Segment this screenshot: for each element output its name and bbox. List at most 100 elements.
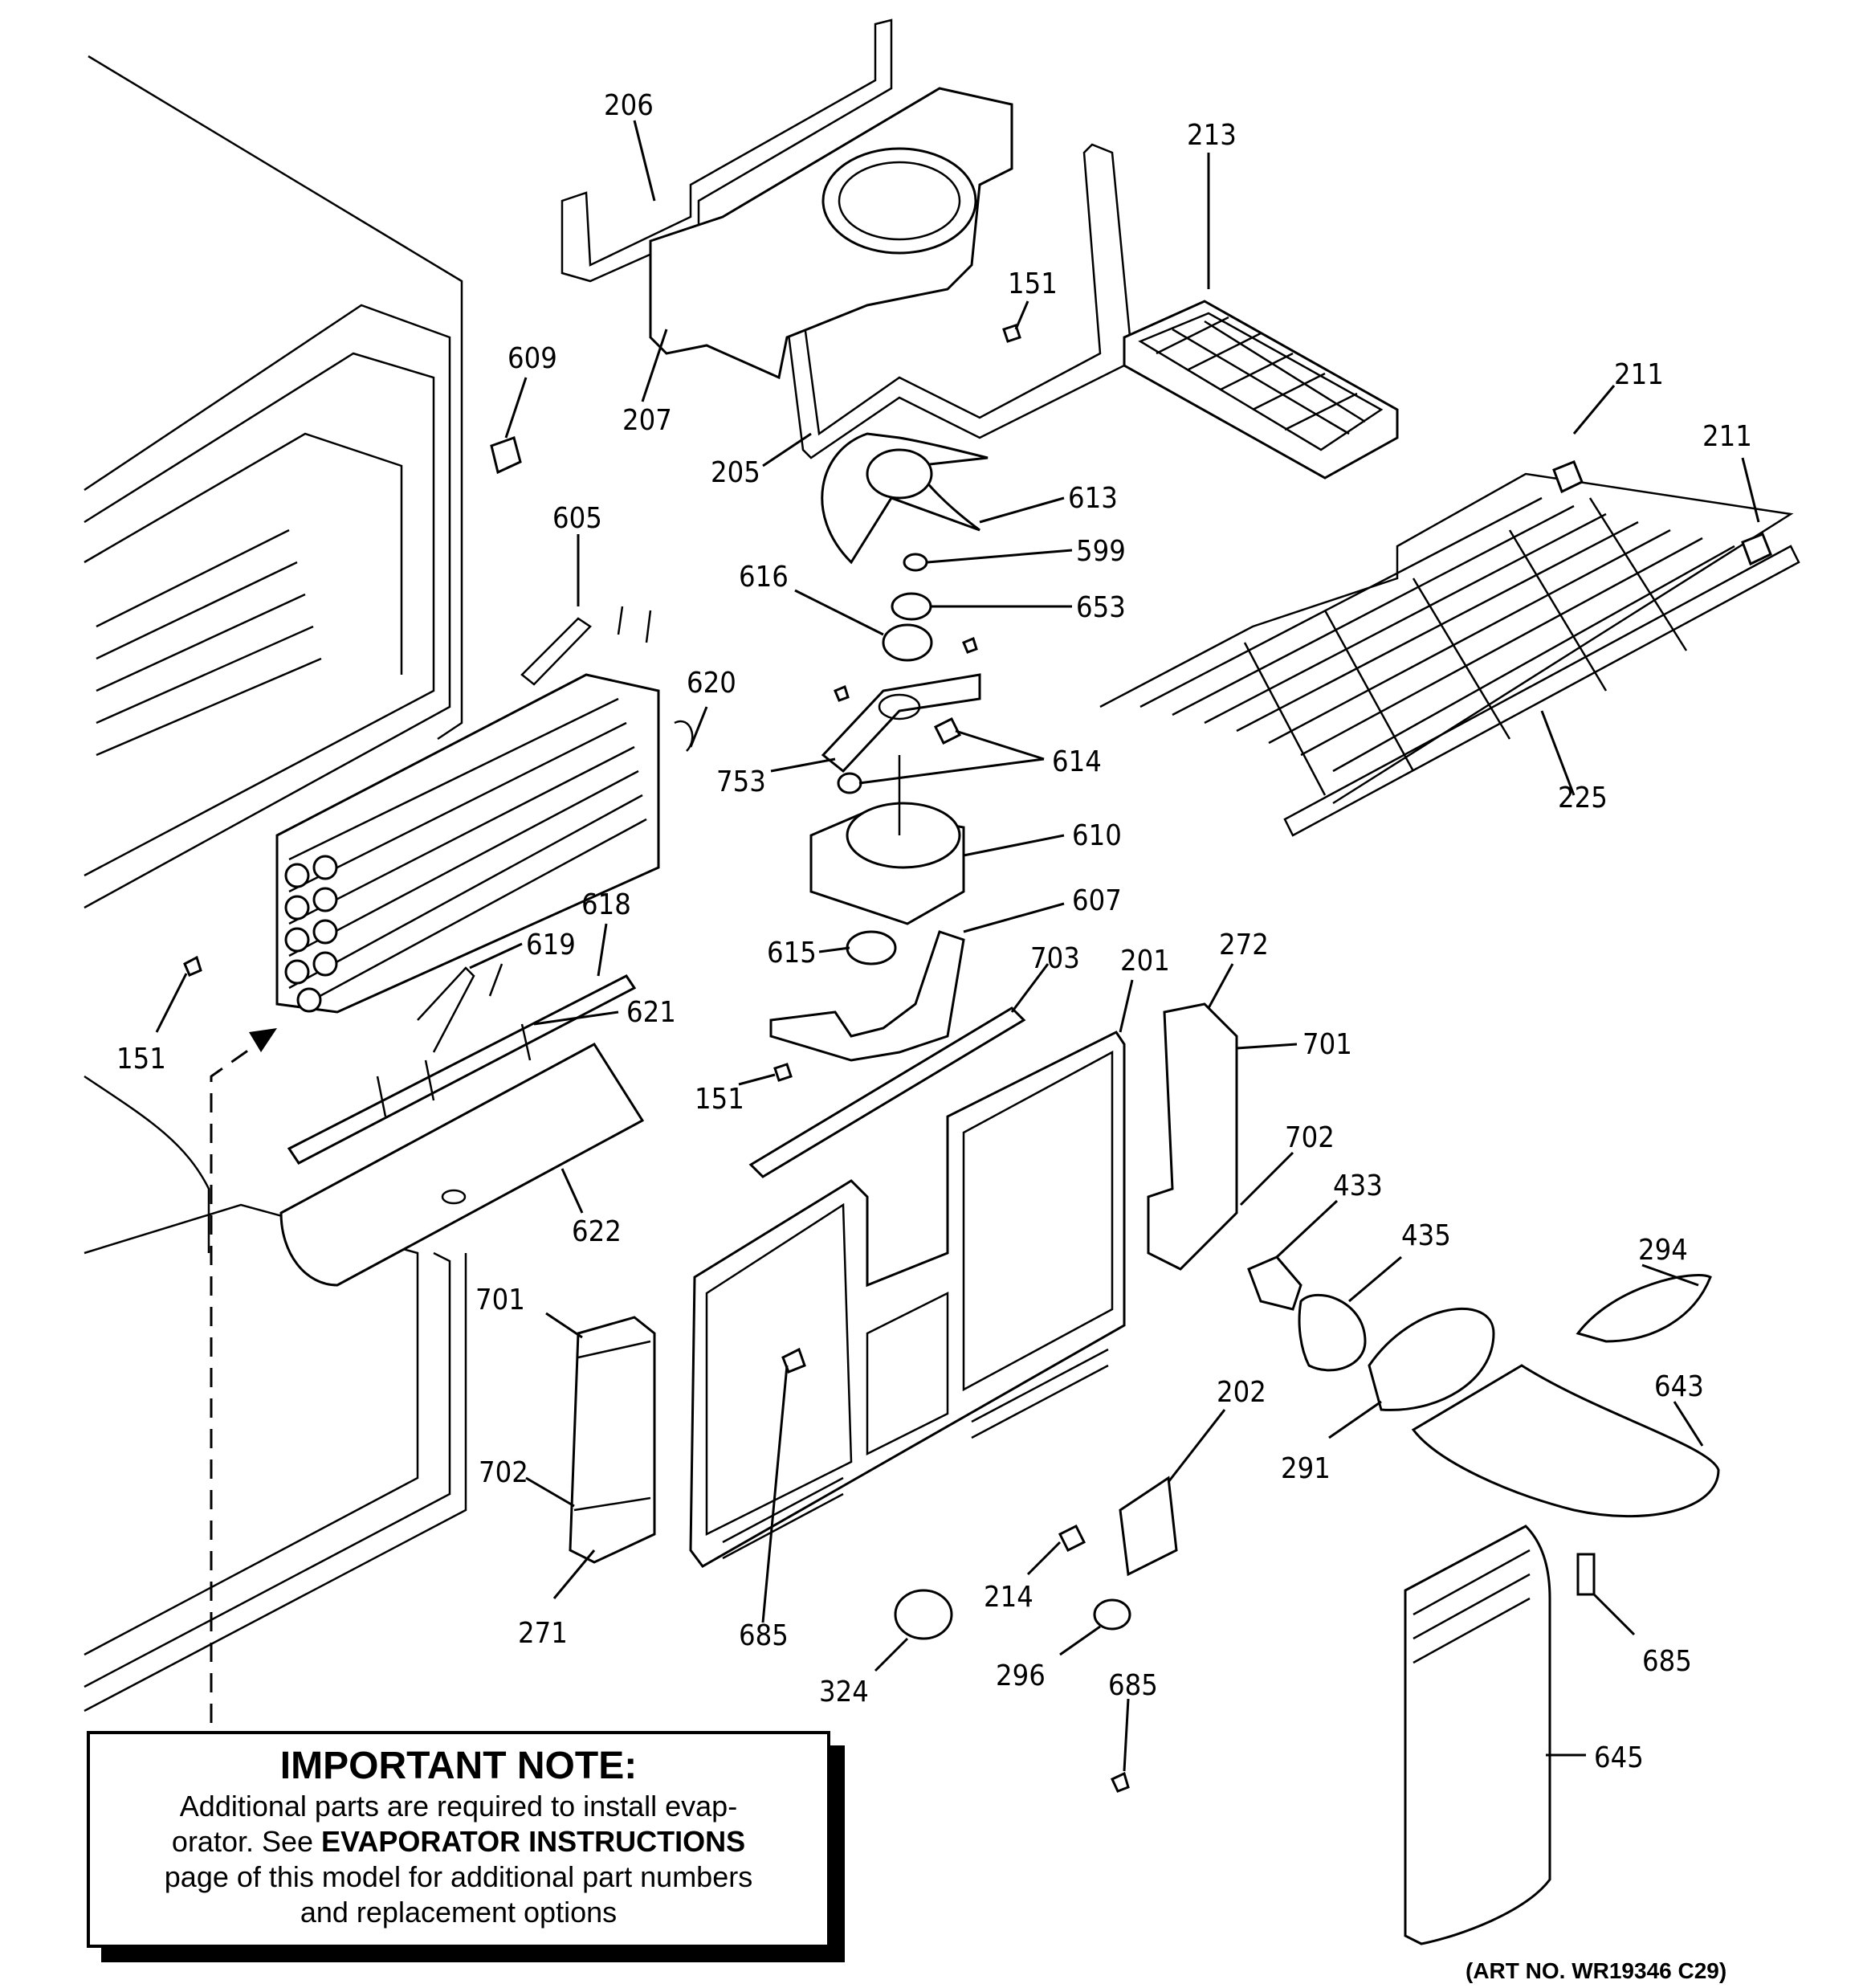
important-note-box: IMPORTANT NOTE: Additional parts are req… [87, 1731, 830, 1948]
callout-207: 207 [622, 404, 672, 437]
note-line-3: page of this model for additional part n… [164, 1860, 753, 1893]
grommet-616 [882, 623, 933, 662]
callout-272: 272 [1219, 929, 1269, 961]
screw-151-mid [773, 1063, 793, 1082]
callout-205: 205 [711, 456, 760, 489]
callout-616: 616 [739, 561, 789, 594]
note-line-2: orator. See EVAPORATOR INSTRUCTIONS [90, 1824, 827, 1859]
grommet-615 [846, 930, 897, 965]
drain-trough-622 [279, 1043, 645, 1287]
callout-294: 294 [1638, 1234, 1688, 1267]
callout-615: 615 [767, 937, 817, 970]
screw-616-side [962, 636, 978, 654]
callout-271: 271 [518, 1617, 568, 1650]
bumper-296 [1093, 1598, 1131, 1631]
tube-605 [520, 617, 592, 686]
callout-703: 703 [1030, 942, 1080, 975]
heater-clip-619 [417, 963, 503, 1053]
callout-609: 609 [508, 342, 557, 375]
wire-frame-205 [785, 143, 1134, 459]
light-housing-643 [1411, 1364, 1720, 1518]
clip-620 [674, 720, 694, 752]
leader-lines [155, 120, 1760, 1772]
callout-296: 296 [996, 1659, 1046, 1692]
motor-bracket-753 [821, 673, 981, 774]
heater-bracket-621 [376, 1023, 532, 1117]
install-arrow [210, 1043, 258, 1723]
callout-701: 701 [475, 1284, 525, 1316]
callout-211: 211 [1614, 358, 1664, 391]
callout-435: 435 [1401, 1219, 1451, 1252]
callout-214: 214 [984, 1581, 1033, 1614]
wire-shelf-225 [1099, 472, 1800, 837]
note-line-2-text: orator. See [171, 1825, 322, 1858]
callout-619: 619 [526, 929, 576, 961]
air-duct-272 [1147, 1002, 1238, 1271]
callout-701: 701 [1302, 1028, 1352, 1061]
callout-151: 151 [116, 1043, 166, 1076]
callout-685: 685 [1642, 1645, 1692, 1678]
refrigerator-cabinet [84, 55, 467, 1712]
callout-621: 621 [626, 996, 676, 1029]
callout-206: 206 [604, 89, 654, 122]
callout-151: 151 [1008, 267, 1058, 300]
callout-653: 653 [1076, 591, 1126, 624]
air-duct-271 [569, 1316, 656, 1564]
note-evaporator-instructions: EVAPORATOR INSTRUCTIONS [321, 1825, 746, 1858]
callout-201: 201 [1120, 945, 1170, 978]
callout-702: 702 [479, 1456, 528, 1489]
note-title: IMPORTANT NOTE: [279, 1745, 638, 1787]
callout-702: 702 [1285, 1121, 1335, 1154]
shelf-cap-211-right [1741, 533, 1772, 566]
light-bulb-435 [1298, 1293, 1367, 1372]
callout-213: 213 [1187, 119, 1237, 152]
callout-618: 618 [581, 888, 631, 921]
note-line-1: Additional parts are required to install… [179, 1790, 738, 1823]
pin-214 [1058, 1524, 1086, 1553]
ice-tray-213 [1123, 300, 1399, 480]
fan-shroud-ring [821, 147, 977, 255]
callout-225: 225 [1558, 782, 1608, 814]
callout-211: 211 [1702, 420, 1752, 453]
callout-685: 685 [1108, 1669, 1158, 1702]
callout-324: 324 [819, 1676, 869, 1708]
button-324 [894, 1589, 953, 1640]
clip-609 [490, 436, 522, 475]
note-line-4: and replacement options [300, 1896, 618, 1929]
art-number: (ART NO. WR19346 C29) [1466, 1958, 1727, 1983]
callout-622: 622 [572, 1215, 622, 1248]
callout-643: 643 [1654, 1370, 1704, 1403]
fan-hub-653 [891, 592, 932, 621]
shelf-cap-211-left [1552, 460, 1584, 494]
evaporator-cover-201 [689, 1031, 1126, 1568]
gasket-strip-703 [748, 1006, 1026, 1178]
callout-685: 685 [739, 1619, 789, 1652]
light-socket-433 [1247, 1255, 1302, 1311]
fan-nut-599 [903, 553, 928, 572]
callout-291: 291 [1281, 1452, 1331, 1485]
motor-bracket-607 [769, 930, 965, 1062]
light-shield-291 [1368, 1308, 1495, 1411]
install-arrowhead [249, 1028, 277, 1052]
cover-645 [1404, 1525, 1551, 1945]
light-lens-294 [1576, 1274, 1712, 1343]
evaporator [275, 673, 660, 1014]
callout-607: 607 [1072, 884, 1122, 917]
callout-605: 605 [552, 502, 602, 535]
grommet-614-a [933, 716, 962, 745]
callout-433: 433 [1333, 1170, 1383, 1202]
callout-645: 645 [1594, 1741, 1644, 1774]
callout-620: 620 [687, 667, 736, 700]
callout-610: 610 [1072, 819, 1122, 852]
grille-202 [1119, 1476, 1178, 1577]
screw-685-right [1576, 1553, 1596, 1596]
callout-614: 614 [1052, 745, 1102, 778]
callout-151: 151 [695, 1083, 744, 1116]
screw-753 [834, 684, 850, 702]
grommet-614-b [837, 772, 862, 794]
screw-685-bottom [1111, 1771, 1130, 1793]
screw-151-left [183, 955, 202, 977]
callout-599: 599 [1076, 535, 1126, 568]
callout-753: 753 [716, 765, 766, 798]
